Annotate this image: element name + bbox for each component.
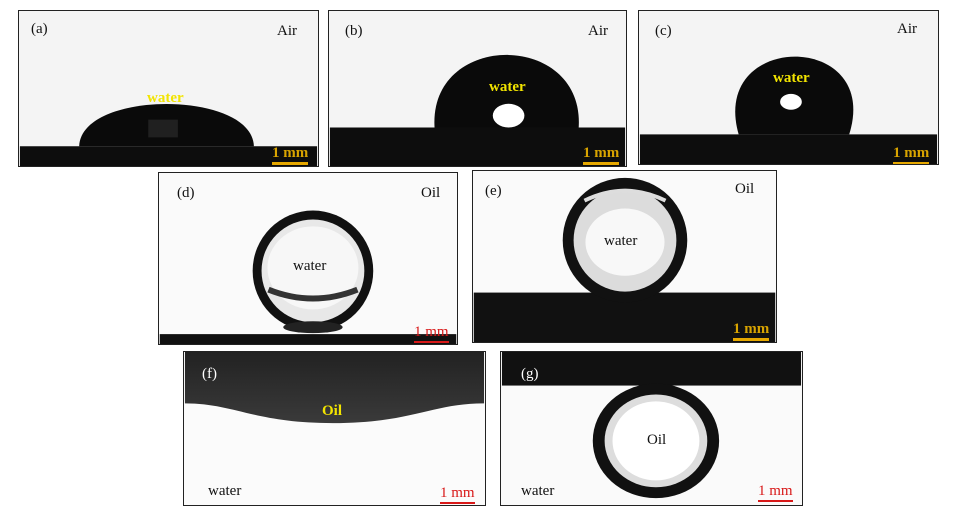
scale-label: 1 mm xyxy=(758,483,793,499)
panel-label: (g) xyxy=(521,366,539,382)
medium-label: Oil xyxy=(421,185,441,201)
panel-label: (f) xyxy=(202,366,217,382)
panel-label: (d) xyxy=(177,185,195,201)
droplet-image-a xyxy=(19,104,318,166)
scale-label: 1 mm xyxy=(440,485,475,501)
panel-c: (c) Air water 1 mm xyxy=(638,10,939,165)
droplet-label: water xyxy=(293,258,327,274)
panel-label: (a) xyxy=(31,21,48,37)
panel-d: (d) Oil water 1 mm xyxy=(158,172,458,345)
panel-a: (a) Air water 1 mm xyxy=(18,10,319,167)
panel-f: (f) Oil water 1 mm xyxy=(183,351,486,506)
panel-label: (b) xyxy=(345,23,363,39)
panel-g: (g) Oil water 1 mm xyxy=(500,351,803,506)
medium-label: water xyxy=(208,483,242,499)
medium-label: water xyxy=(521,483,555,499)
scale-label: 1 mm xyxy=(414,324,449,340)
droplet-label: water xyxy=(489,79,526,95)
scale-bar: 1 mm xyxy=(583,145,620,165)
panel-label: (c) xyxy=(655,23,672,39)
scale-bar: 1 mm xyxy=(733,321,770,341)
scale-label: 1 mm xyxy=(583,145,620,161)
droplet-label: Oil xyxy=(322,403,343,419)
medium-label: Air xyxy=(277,23,297,39)
panel-e: (e) Oil water 1 mm xyxy=(472,170,777,343)
droplet-image-d xyxy=(159,210,457,344)
scale-label: 1 mm xyxy=(893,145,930,161)
scale-bar: 1 mm xyxy=(758,483,793,502)
droplet-image-b xyxy=(329,54,626,166)
scale-bar: 1 mm xyxy=(272,145,309,165)
panel-label: (e) xyxy=(485,183,502,199)
droplet-image-c xyxy=(639,56,938,164)
droplet-label: water xyxy=(147,90,184,106)
panel-b: (b) Air water 1 mm xyxy=(328,10,627,167)
scale-bar: 1 mm xyxy=(414,324,449,343)
scale-bar: 1 mm xyxy=(893,145,930,164)
droplet-image-g xyxy=(501,352,802,499)
droplet-image-f xyxy=(184,352,485,424)
scale-bar: 1 mm xyxy=(440,485,475,504)
medium-label: Oil xyxy=(735,181,755,197)
scale-label: 1 mm xyxy=(733,321,770,337)
droplet-image-e xyxy=(473,177,776,342)
medium-label: Air xyxy=(897,21,917,37)
medium-label: Air xyxy=(588,23,608,39)
scale-label: 1 mm xyxy=(272,145,309,161)
droplet-label: water xyxy=(773,70,810,86)
droplet-label: water xyxy=(604,233,638,249)
droplet-label: Oil xyxy=(647,432,667,448)
